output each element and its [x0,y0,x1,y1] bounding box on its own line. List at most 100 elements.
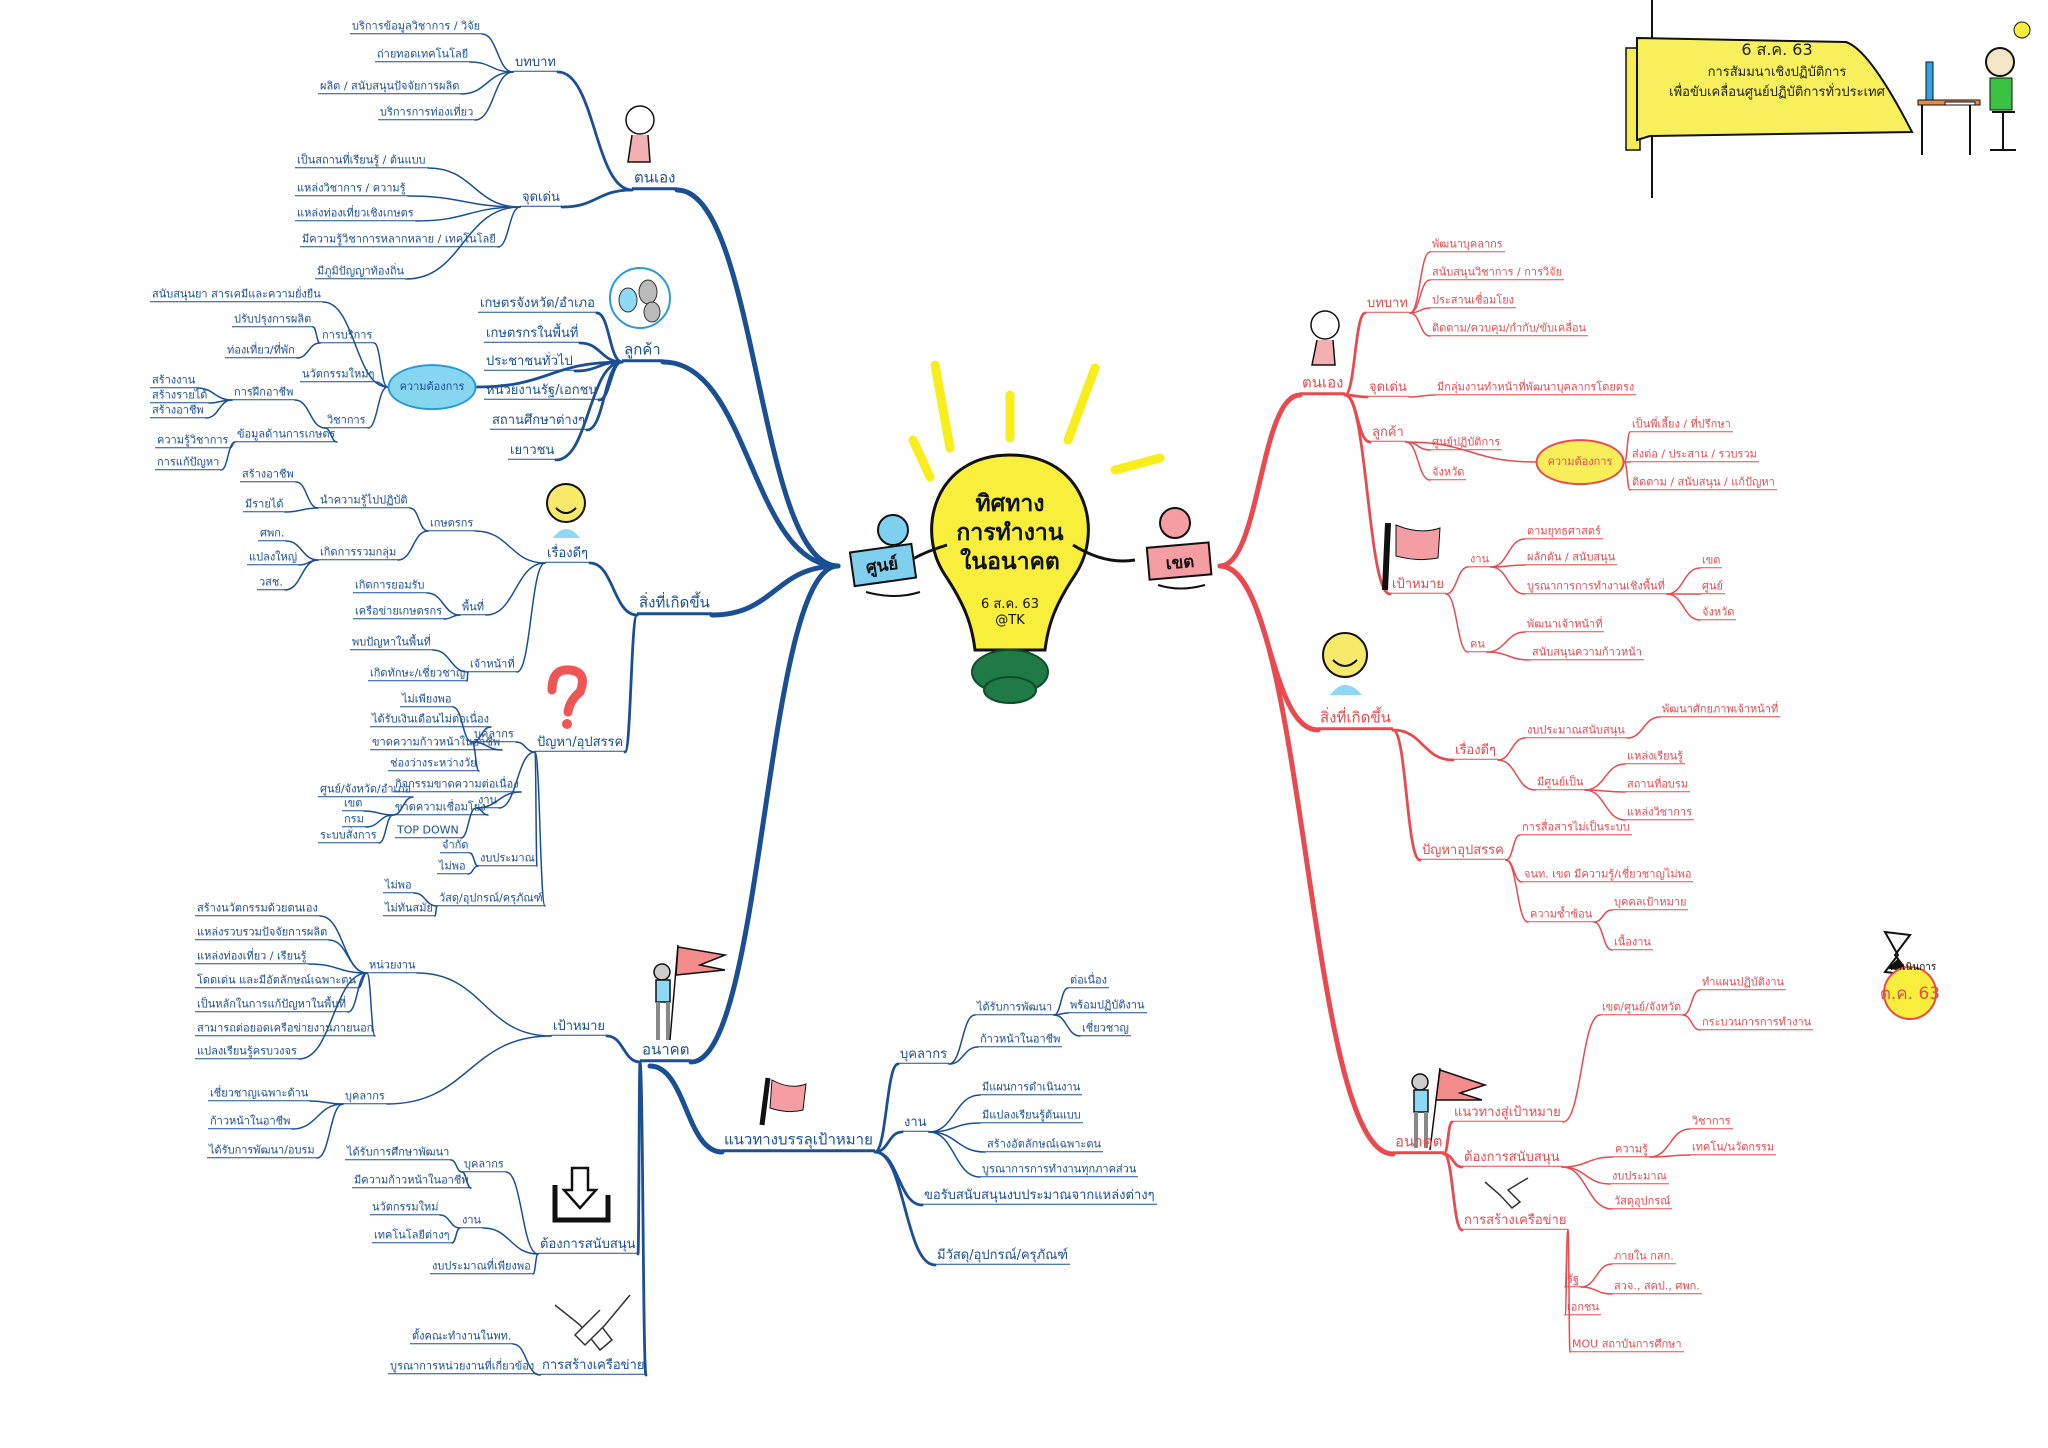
branch-connector [298,972,368,1060]
leaf-label: เทคโน/นวัตกรรม [1690,1140,1777,1155]
branch-connector [378,814,394,844]
leaf-label: ไม่เพียงพอ [400,692,454,707]
branch-label: สิ่งที่เกิดขึ้น [1318,708,1393,730]
branch-connector [1593,921,1613,951]
branch-connector [386,1035,552,1105]
leaf-label: มีความก้าวหน้าในอาชีพ [352,1173,471,1188]
branch-connector [1408,394,1436,398]
leaf-label: จนท. เขต มีความรู้/เชี่ยวชาญไม่พอ [1522,867,1694,882]
leaf-label: สถานศึกษาต่างๆ [490,413,588,430]
subtopic-label: แนวทางสู่เป้าหมาย [1452,1105,1563,1122]
branch-connector [450,1159,463,1173]
branch-connector [284,559,319,591]
branch-connector [516,562,546,673]
branch-connector [474,530,546,564]
branch-connector [1486,651,1531,661]
leaf-label: ระบบสั่งการ [318,828,379,843]
branch-connector [451,1227,461,1244]
subtopic-label: เป้าหมาย [551,1019,608,1036]
leaf-label: สนับสนุนยา สารเคมีและความยั่งยืน [150,287,323,302]
needs-bubble: ความต้องการ [1535,439,1625,485]
leaf-label: ประสานเชื่อมโยง [1430,293,1517,308]
branch-connector [443,614,461,620]
title-banner-text: 6 ส.ค. 63 การสัมมนาเชิงปฏิบัติการ เพื่อข… [1632,38,1922,103]
subtopic-label: บุคลากร [472,727,516,742]
branch-connector [1649,1154,1691,1158]
leaf-label: เชี่ยวชาญเฉพาะด้าน [208,1086,311,1101]
leaf-label: ขาดความก้าวหน้าในอาชีพ [370,735,503,750]
branch-connector [647,1063,725,1155]
leaf-label: ได้รับเงินเดือนไม่ต่อเนื่อง [370,712,492,727]
subtopic-label: หน่วยงาน [367,958,418,973]
leaf-label: งบประมาณที่เพียงพอ [430,1259,533,1274]
subtopic-label: งาน [902,1115,929,1132]
leaf-label: สวจ., สคป., ศพก. [1612,1279,1702,1294]
branch-connector [638,1060,648,1377]
branch-connector [460,71,514,95]
leaf-label: มีแผนการดำเนินงาน [980,1080,1083,1095]
leaf-label: แหล่งท่องเที่ยว / เรียนรู้ [195,949,309,964]
branch-connector [1405,441,1537,463]
branch-connector [481,33,514,73]
subtopic-label: พื้นที่ [460,600,487,615]
branch-connector [475,360,624,389]
subtopic-label: ต้องการสนับสนุน [1462,1150,1562,1167]
leaf-label: จังหวัด [1700,605,1737,620]
branch-connector [505,1171,539,1255]
leaf-label: บุคคลเป้าหมาย [1612,895,1689,910]
leaf-label: ก้าวหน้าในอาชีพ [978,1032,1063,1047]
branch-connector [439,1214,461,1229]
central-topic-line: ในอนาคต [960,548,1060,575]
branch-label: อนาคต [1393,1132,1445,1154]
leaf-label: ช่องว่างระหว่างวัย [388,756,479,771]
branch-connector [291,1103,344,1130]
banner-date: 6 ส.ค. 63 [1741,40,1813,59]
leaf-label: ได้รับการพัฒนา/อบรม [207,1143,317,1158]
subtopic-label: การบริการ [320,328,375,343]
branch-connector [1682,1014,1701,1031]
branch-connector [467,865,479,875]
leaf-label: มีแปลงเรียนรู้ต้นแบบ [980,1108,1083,1123]
subtopic-label: เป้าหมาย [1390,577,1447,594]
leaf-label: จำกัด [440,838,471,853]
person-sign-icon [848,507,1213,597]
branch-connector [452,706,473,743]
subtopic-label: เกิดการรวมกลุ่ม [318,545,399,560]
branch-connector [535,1373,541,1376]
branch-connector [1584,763,1626,791]
subtopic-label: ปัญหา/อุปสรรค [535,735,626,752]
branch-connector [365,814,394,828]
branch-connector [636,1060,642,1256]
subtopic-label: จุดเด่น [1367,380,1409,397]
branch-connector [308,963,368,974]
leaf-label: แหล่งรวบรวมปัจจัยการผลิต [195,925,330,940]
leaf-label: หน่วยงานรัฐ/เอกชน [484,383,600,400]
branch-connector [560,188,634,209]
branch-connector [674,187,841,569]
leaf-label: แหล่งเรียนรู้ [1625,749,1685,764]
branch-connector [1567,1229,1571,1353]
leaf-label: ปรับปรุงการผลิต [232,312,314,327]
leaf-label: ขอรับสนับสนุนงบประมาณจากแหล่งต่างๆ [922,1188,1157,1205]
subtopic-label: งบประมาณ [478,851,537,866]
branch-connector [1505,859,1529,923]
branch-connector [1490,538,1526,568]
subtopic-label: จุดเด่น [520,190,562,207]
leaf-label: ติดตาม / สนับสนุน / แก้ปัญหา [1630,475,1777,490]
branch-connector [1584,789,1626,821]
branch-connector [294,399,326,429]
subtopic-label: ขาดความเชื่อมโยง [393,800,488,815]
leaf-label: ศูนย์ [1700,579,1725,594]
leaf-label: บูรณาการหน่วยงานที่เกี่ยวข้อง [388,1359,537,1374]
leaf-label: นวัตกรรมใหม่ๆ [300,367,377,382]
leaf-label: บริการข้อมูลวิชาการ / วิจัย [350,19,483,34]
branch-connector [556,70,634,192]
subtopic-label: ข้อมูลด้านการเกษตร [235,427,338,442]
branch-connector [1445,566,1469,595]
branch-connector [415,206,521,222]
branch-connector [405,206,521,280]
subtopic-label: การสร้างเครือข่าย [540,1358,647,1375]
leaf-label: ตามยุทธศาสตร์ [1525,524,1603,539]
